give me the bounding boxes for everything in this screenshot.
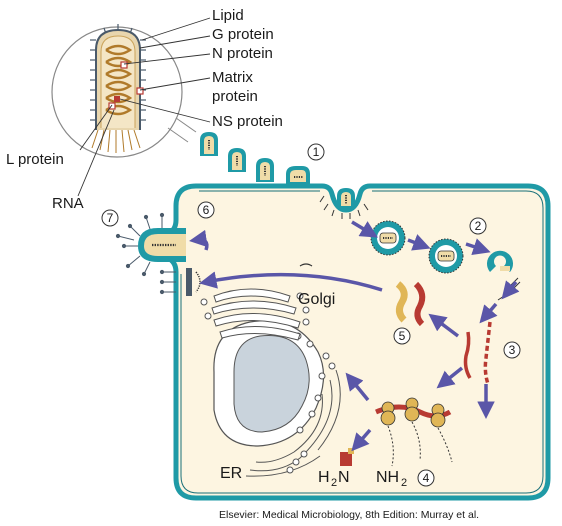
n-protein-label: N protein [212,45,273,62]
nh2-label: NH 2 [376,469,407,489]
source-credit: Elsevier: Medical Microbiology, 8th Edit… [219,509,479,521]
golgi-label: Golgi [298,291,335,308]
endosome-vesicles [370,220,513,274]
svg-text:2: 2 [401,477,407,489]
pathway-arrows [189,220,520,452]
h2n-label: H 2 N [318,469,350,489]
ribosomes-translation [340,397,453,467]
nucleus [213,320,325,447]
svg-text:2: 2 [331,477,337,489]
er-label: ER [220,465,242,482]
svg-text:3: 3 [509,343,516,357]
approaching-virions [200,132,369,219]
svg-text:1: 1 [313,145,320,159]
glycoprotein-cargo [299,263,426,327]
svg-text:4: 4 [423,471,430,485]
viral-rna [463,321,492,385]
svg-text:NH: NH [376,469,399,486]
virion-leader-lines [77,17,211,197]
lipid-label: Lipid [212,7,244,24]
step-marker-2: 2 [469,217,487,235]
step-marker-6: 6 [197,201,215,219]
svg-text:6: 6 [203,203,210,217]
svg-text:5: 5 [399,329,406,343]
budding-virion [115,212,201,296]
endoplasmic-reticulum [245,369,341,477]
matrix-protein-label-line1: Matrix [212,69,253,86]
virion-detail [51,24,183,158]
rna-label: RNA [52,195,84,212]
step-marker-4: 4 [417,469,435,487]
cell-membrane-inner [180,190,544,494]
step-marker-5: 5 [393,327,411,345]
golgi-apparatus [200,288,310,341]
ns-protein-label: NS protein [212,113,283,130]
zoom-callout [167,117,197,143]
svg-text:N: N [338,469,350,486]
step-marker-3: 3 [503,341,521,359]
svg-text:7: 7 [107,211,114,225]
g-protein-label: G protein [212,26,274,43]
matrix-protein-label-line2: protein [212,88,258,105]
svg-text:H: H [318,469,330,486]
l-protein-label: L protein [6,151,64,168]
step-marker-1: 1 [307,143,325,161]
step-marker-7: 7 [101,209,119,227]
svg-text:2: 2 [475,219,482,233]
